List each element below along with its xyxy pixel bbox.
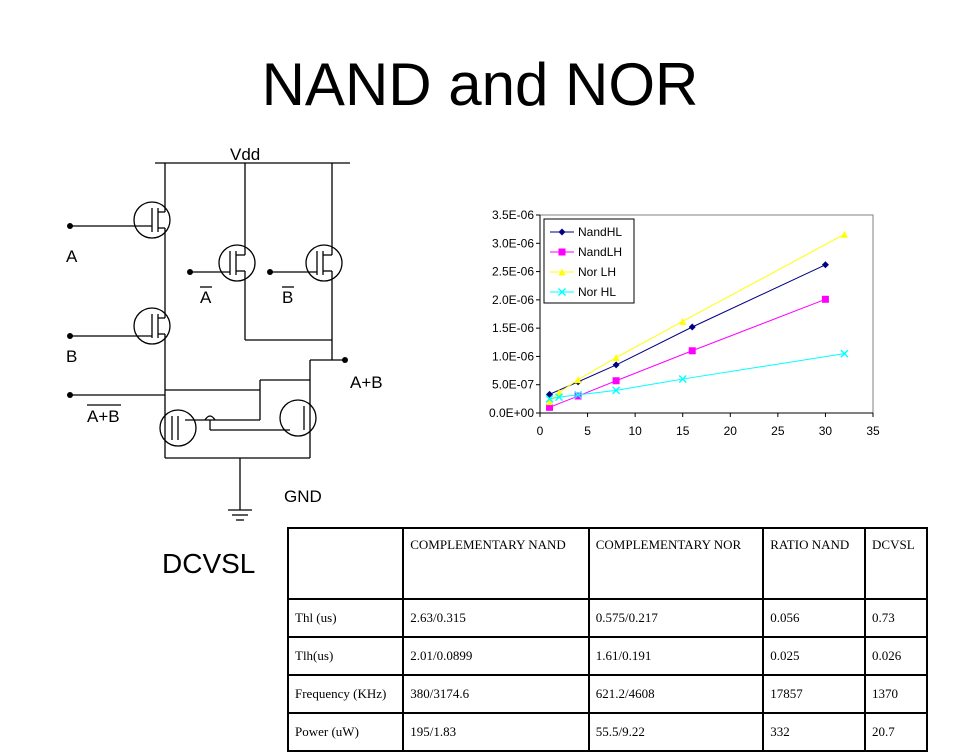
input-a-bar-label: A [200,288,212,307]
x-tick-label: 25 [771,424,785,438]
table-cell: 55.5/9.22 [587,712,765,752]
table-cell: Frequency (KHz) [286,674,405,714]
table-cell: 195/1.83 [402,712,590,752]
data-point [821,261,829,269]
x-tick-label: 5 [584,424,591,438]
x-tick-label: 0 [537,424,544,438]
output-bar-label: A+B [87,407,120,426]
y-tick-label: 2.0E-06 [492,293,534,307]
table-cell: 20.7 [864,712,928,752]
table-cell: 2.63/0.315 [402,598,590,638]
table-cell: 1.61/0.191 [587,636,765,676]
table-header-cell: COMPLEMENTARY NOR [587,527,765,600]
table-cell: Power (uW) [286,712,405,752]
data-point [546,390,554,398]
input-a-label: A [66,247,78,266]
data-point [555,389,563,397]
table-header-cell: RATIO NAND [762,527,867,600]
data-point [574,390,583,399]
table-cell: 332 [762,712,867,752]
y-tick-label: 1.0E-06 [492,349,534,363]
delay-chart: 0.0E+00 5.0E-07 1.0E-06 1.5E-06 2.0E-06 2.5E-… [489,208,880,438]
input-b-label: B [66,347,77,366]
data-point [546,398,554,406]
input-b-bar-label: B [282,288,293,307]
table-cell: Tlh(us) [286,636,405,676]
y-tick-label: 3.0E-06 [492,236,534,250]
data-point [555,393,564,402]
x-tick-label: 20 [724,424,738,438]
table-cell: 17857 [762,674,867,714]
y-tick-label: 5.0E-07 [492,378,534,392]
slide-title: NAND and NOR [261,51,699,118]
series-line [549,298,826,408]
data-point [612,361,620,369]
comparison-table: COMPLEMENTARY NAND COMPLEMENTARY NOR RAT… [286,527,928,752]
legend-label: NandLH [578,245,622,259]
table-header-cell [286,527,405,600]
data-point [840,349,849,358]
table-cell: 380/3174.6 [402,674,590,714]
gnd-label: GND [284,487,322,506]
x-tick-label: 30 [819,424,833,438]
y-tick-label: 3.5E-06 [492,208,534,222]
data-point [558,288,566,296]
table-cell: 0.025 [762,636,867,676]
data-point [840,230,848,238]
data-point [821,295,829,303]
table-cell: 0.575/0.217 [587,598,765,638]
data-point [558,268,566,276]
y-tick-label: 2.5E-06 [492,265,534,279]
table-cell: 621.2/4608 [587,674,765,714]
data-point [688,347,696,355]
dcvsl-label: DCVSL [162,548,256,579]
table-header-row: COMPLEMENTARY NAND COMPLEMENTARY NOR RAT… [286,527,928,600]
table-cell: 0.73 [864,598,928,638]
legend-box [543,218,635,304]
y-tick-label: 1.5E-06 [492,321,534,335]
table-row: Power (uW) 195/1.83 55.5/9.22 332 20.7 [286,712,928,752]
table-cell: 1370 [864,674,928,714]
legend-label: NandHL [578,225,622,239]
data-point [574,392,582,400]
table-cell: 2.01/0.0899 [402,636,590,676]
table-cell: 0.056 [762,598,867,638]
table-cell: 0.026 [864,636,928,676]
legend-label: Nor LH [578,265,616,279]
data-point [679,317,687,325]
data-point [574,376,582,384]
data-point [558,228,566,236]
data-point [678,375,687,384]
x-tick-label: 10 [628,424,642,438]
y-tick-label: 0.0E+00 [489,406,534,420]
data-point [558,248,566,256]
table-row: Thl (us) 2.63/0.315 0.575/0.217 0.056 0.… [286,598,928,638]
table-header-cell: DCVSL [864,527,928,600]
output-label: A+B [350,373,383,392]
data-point [546,403,554,411]
dcvsl-circuit-diagram: Vdd GND A B A B A+B A+B [66,145,383,521]
x-tick-label: 15 [676,424,690,438]
table-row: Tlh(us) 2.01/0.0899 1.61/0.191 0.025 0.0… [286,636,928,676]
legend-label: Nor HL [578,285,616,299]
data-point [612,386,621,395]
table-cell: Thl (us) [286,598,405,638]
data-point [545,394,554,403]
series-line [549,353,845,400]
table-row: Frequency (KHz) 380/3174.6 621.2/4608 17… [286,674,928,714]
x-tick-label: 35 [866,424,880,438]
vdd-label: Vdd [230,145,260,164]
table-header-cell: COMPLEMENTARY NAND [402,527,590,600]
data-point [612,354,620,362]
data-point [612,377,620,385]
data-point [688,323,696,331]
